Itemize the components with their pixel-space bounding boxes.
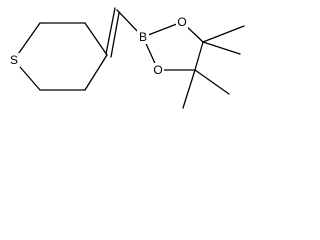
double-bond-line-2 <box>110 12 120 58</box>
methyl-bond-3 <box>194 69 230 95</box>
double-bond-line-1 <box>105 7 116 55</box>
sulfur-atom-label: S <box>10 53 18 67</box>
oxygen-top-atom-label: O <box>177 15 186 29</box>
methyl-bond-1 <box>202 25 245 43</box>
bond-b-o-top <box>142 21 183 38</box>
oxygen-bottom-atom-label: O <box>153 63 162 77</box>
methyl-bond-2 <box>202 41 241 55</box>
methyl-bond-4 <box>182 69 196 109</box>
atom-labels: S B O O <box>8 15 188 77</box>
bond-c4-c5 <box>84 54 108 91</box>
boron-atom-label: B <box>139 30 147 44</box>
chemical-structure: S B O O <box>8 7 245 109</box>
bond-c3-c4 <box>84 22 108 56</box>
dioxaborolane-ring <box>142 21 204 71</box>
methyl-groups <box>182 25 245 109</box>
bond-c-c-ring <box>194 41 204 71</box>
thiane-ring <box>13 22 108 91</box>
exocyclic-double-bond <box>105 7 120 58</box>
